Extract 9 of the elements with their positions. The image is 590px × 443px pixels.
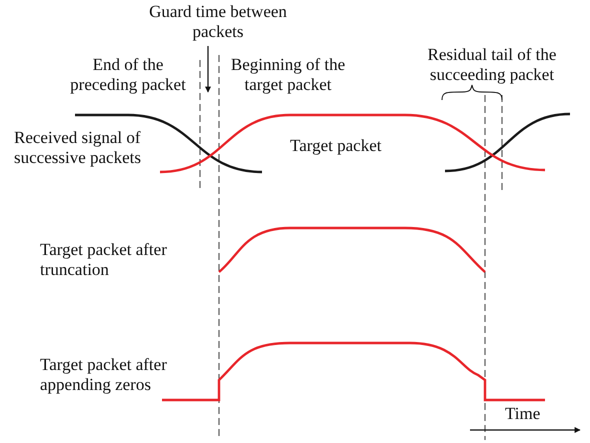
signal-label: Target packet (290, 136, 382, 156)
row-label: Target packet after truncation (40, 240, 168, 280)
row-label: Received signal of successive packets (14, 128, 142, 168)
annotation-label: End of the preceding packet (69, 55, 187, 95)
row-label: Target packet after appending zeros (40, 355, 168, 395)
annotation-label: Guard time between packets (148, 2, 288, 42)
annotation-label: Residual tail of the succeeding packet (426, 45, 558, 85)
annotation-label: Beginning of the target packet (230, 55, 346, 95)
axis-label: Time (505, 404, 542, 424)
